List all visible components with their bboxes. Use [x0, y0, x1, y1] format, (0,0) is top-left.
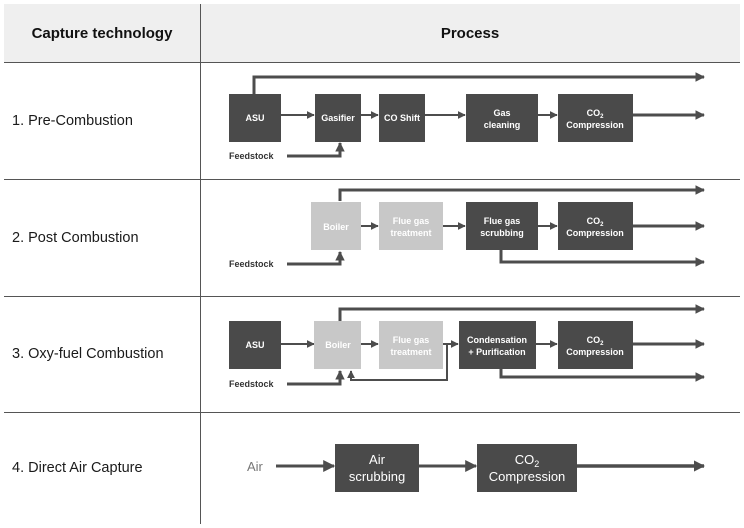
compression-label: Compression [566, 347, 624, 357]
flue-gas-scrubbing-line1: Flue gas [484, 216, 521, 226]
process-flow-diagram: ASU Gasifier CO Shift Gas cleaning CO2 C… [229, 72, 706, 492]
flow-line [499, 369, 705, 382]
row-label-pre-combustion: 1. Pre-Combustion [12, 112, 133, 129]
asu-label: ASU [245, 340, 264, 350]
row-label-post-combustion: 2. Post Combustion [12, 229, 139, 246]
asu-box: ASU [229, 94, 281, 142]
row-pre-combustion: 1. Pre-Combustion [4, 62, 740, 179]
flue-gas-treatment-line2: treatment [390, 228, 431, 238]
asu-box: ASU [229, 321, 281, 369]
boiler-box: Boiler [311, 202, 361, 250]
table-header: Capture technology Process [4, 4, 740, 62]
co-shift-label: CO Shift [384, 113, 420, 123]
flow-line [338, 185, 705, 201]
gas-cleaning-line2: cleaning [484, 120, 521, 130]
flow-line [287, 251, 345, 266]
svg-text:CO2: CO2 [587, 335, 605, 347]
flue-gas-treatment-box: Flue gas treatment [379, 321, 443, 369]
flow-line [252, 72, 705, 96]
condensation-purification-box: Condensation + Purification [459, 321, 536, 369]
condensation-line2: + Purification [468, 347, 525, 357]
co2-label: CO [587, 108, 601, 118]
co2-compression-box: CO2 Compression [558, 94, 633, 142]
gas-cleaning-box: Gas cleaning [466, 94, 538, 142]
co2-compression-box: CO2 Compression [477, 444, 577, 492]
flue-gas-scrubbing-box: Flue gas scrubbing [466, 202, 538, 250]
boiler-label: Boiler [325, 340, 351, 350]
flow-line [287, 370, 345, 386]
compression-label: Compression [489, 469, 566, 484]
air-scrubbing-line2: scrubbing [349, 469, 405, 484]
feedstock-label: Feedstock [229, 259, 275, 269]
flue-gas-treatment-line2: treatment [390, 347, 431, 357]
co2-label: CO [515, 452, 535, 467]
svg-text:CO2: CO2 [587, 108, 605, 120]
svg-text:CO2: CO2 [587, 216, 605, 228]
co2-label: CO [587, 216, 601, 226]
row-oxy-fuel-combustion: 3. Oxy-fuel Combustion [4, 296, 740, 412]
row-divider [4, 179, 740, 180]
co2-compression-box: CO2 Compression [558, 321, 633, 369]
flue-gas-scrubbing-line2: scrubbing [480, 228, 524, 238]
co2-subscript: 2 [600, 114, 604, 120]
flue-gas-treatment-line1: Flue gas [393, 216, 430, 226]
compression-label: Compression [566, 228, 624, 238]
row-divider [4, 62, 740, 63]
gas-cleaning-line1: Gas [493, 108, 510, 118]
svg-text:CO2: CO2 [515, 452, 540, 469]
gasifier-label: Gasifier [321, 113, 355, 123]
header-process: Process [440, 24, 500, 42]
header-capture-technology: Capture technology [31, 24, 173, 42]
air-input-label: Air [247, 459, 264, 474]
row-post-combustion: 2. Post Combustion [4, 179, 740, 296]
co-shift-box: CO Shift [379, 94, 425, 142]
co2-subscript: 2 [600, 222, 604, 228]
flow-line [347, 344, 448, 381]
co2-subscript: 2 [534, 459, 539, 469]
row-label-oxy-fuel: 3. Oxy-fuel Combustion [12, 346, 164, 362]
flow-line [287, 142, 345, 158]
compression-label: Compression [566, 120, 624, 130]
gasifier-box: Gasifier [315, 94, 361, 142]
row-divider [4, 296, 740, 297]
boiler-box: Boiler [314, 321, 361, 369]
co2-label: CO [587, 335, 601, 345]
co2-compression-box: CO2 Compression [558, 202, 633, 250]
flue-gas-treatment-line1: Flue gas [393, 335, 430, 345]
asu-label: ASU [245, 113, 264, 123]
feedstock-label: Feedstock [229, 379, 275, 389]
flow-line [338, 304, 705, 321]
feedstock-label: Feedstock [229, 151, 275, 161]
flow-line [499, 250, 705, 267]
boiler-label: Boiler [323, 222, 349, 232]
row-divider [4, 412, 740, 413]
column-divider [200, 4, 201, 524]
co2-subscript: 2 [600, 341, 604, 347]
air-scrubbing-line1: Air [369, 452, 386, 467]
row-direct-air-capture: 4. Direct Air Capture [4, 412, 740, 524]
air-scrubbing-box: Air scrubbing [335, 444, 419, 492]
capture-technology-table: Capture technology Process 1. Pre-Combus… [4, 4, 740, 524]
row-label-direct-air-capture: 4. Direct Air Capture [12, 460, 143, 476]
flue-gas-treatment-box: Flue gas treatment [379, 202, 443, 250]
condensation-line1: Condensation [467, 335, 527, 345]
